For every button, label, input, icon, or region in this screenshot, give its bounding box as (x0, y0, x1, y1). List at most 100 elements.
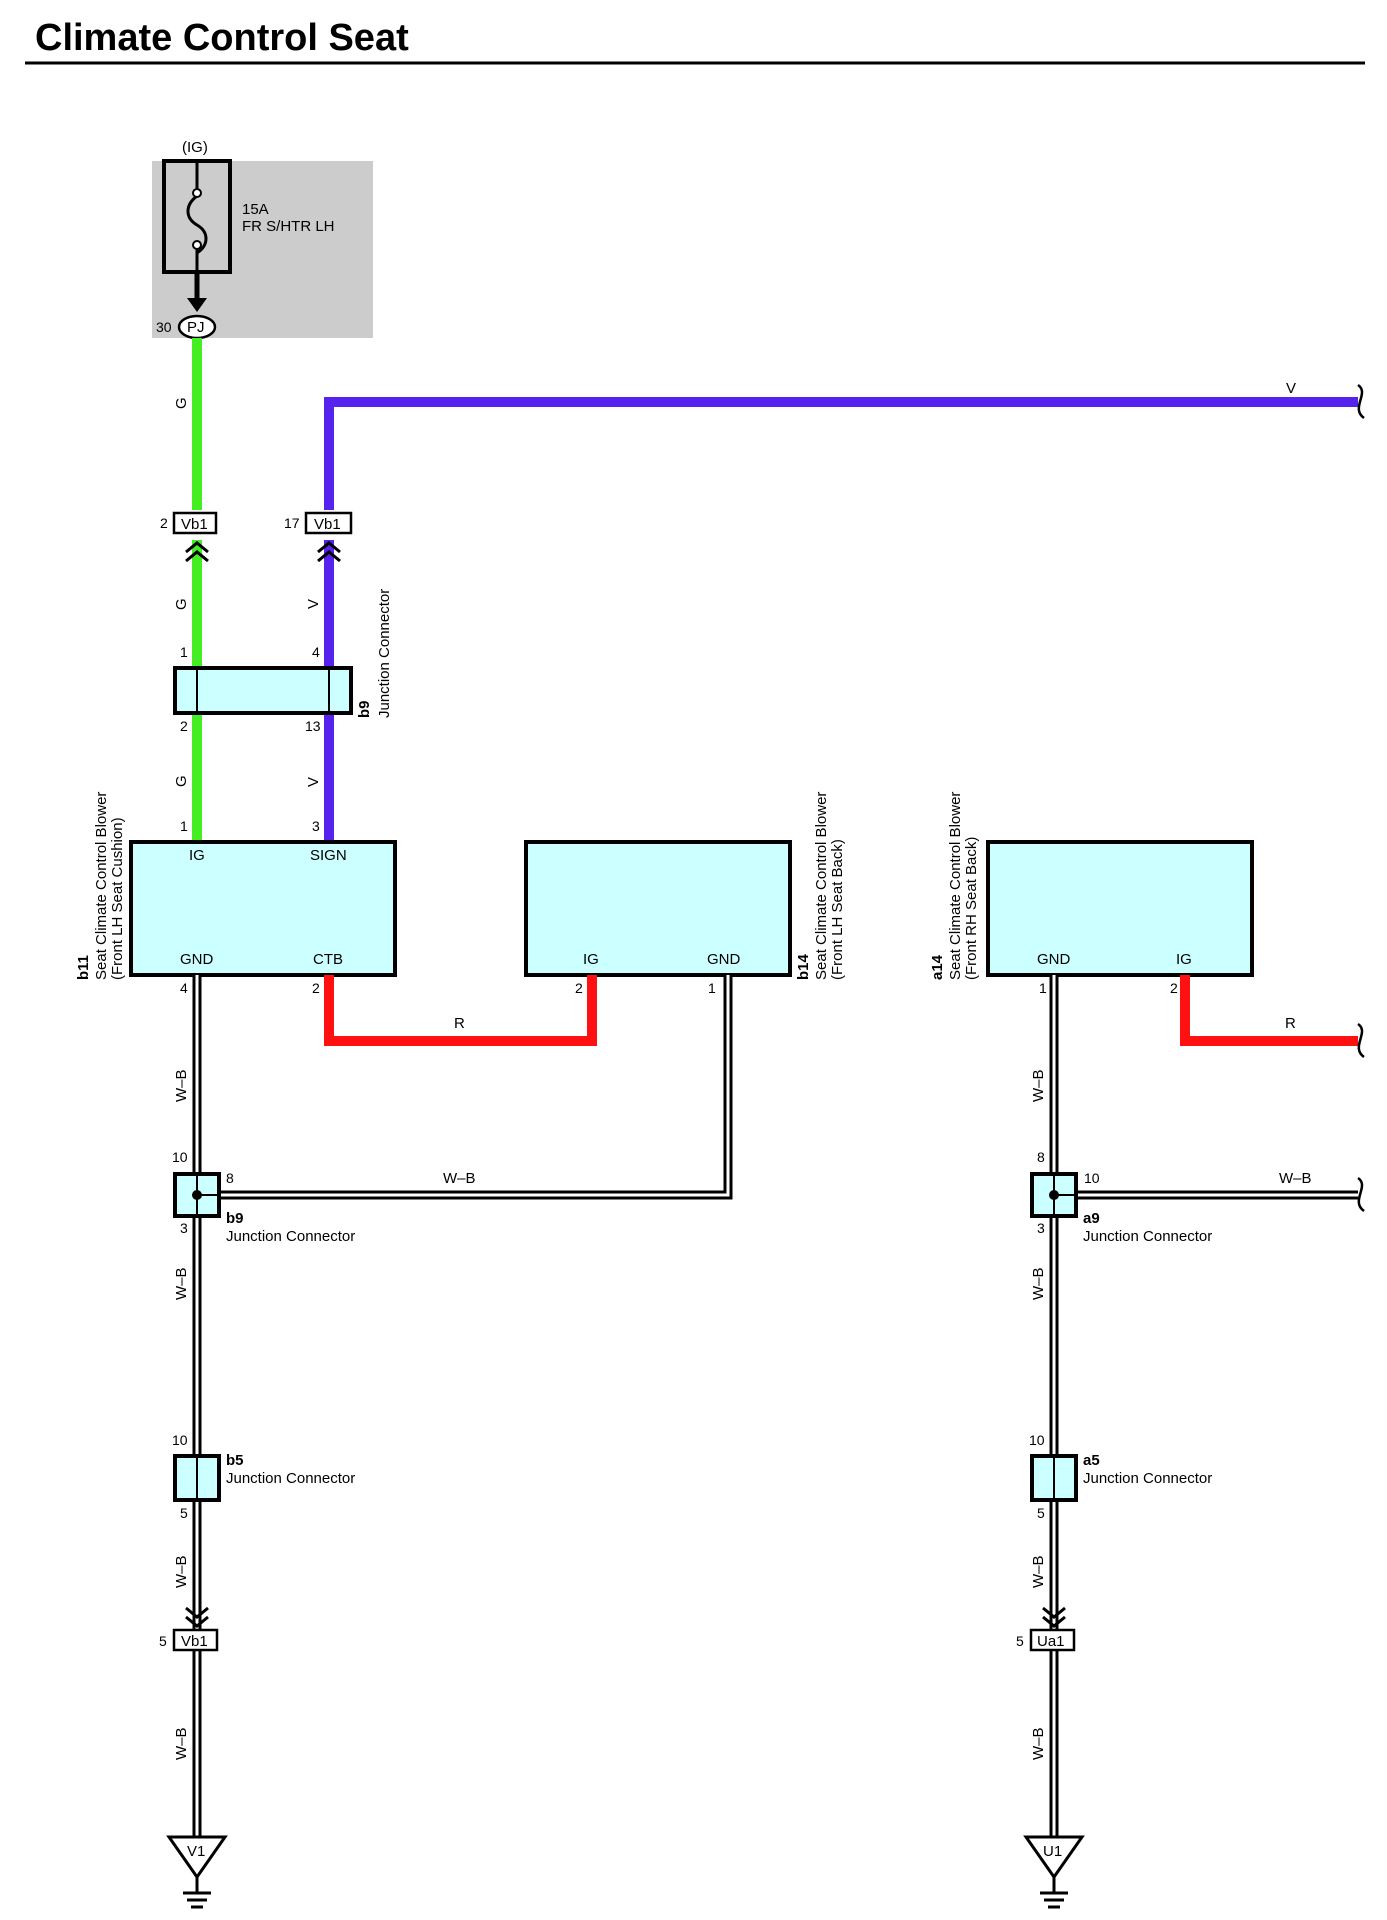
b9-top-pin-1: 1 (180, 644, 188, 660)
b14-pin-gnd: 1 (708, 980, 716, 996)
wire-label-v-1: V (305, 599, 322, 609)
b9-top-pin-2: 2 (180, 718, 188, 734)
junction-connector-b9 (173, 1172, 221, 1218)
a14-pin-gnd: 1 (1039, 980, 1047, 996)
b11-name: Seat Climate Control Blower (93, 792, 110, 980)
wire-v (324, 397, 1358, 842)
b11-terminal-ig: IG (189, 847, 205, 864)
chevron-down-icon (1042, 1606, 1066, 1628)
b9-top-pin-13: 13 (305, 718, 321, 734)
wire-label-g-2: G (173, 598, 190, 610)
connector-ua1: Ua1 (1029, 1628, 1076, 1652)
b11-terminal-sign: SIGN (310, 847, 347, 864)
wire-label-v-top: V (1286, 380, 1296, 397)
a9-pin-3: 3 (1037, 1220, 1045, 1236)
b9-pin-8: 8 (226, 1170, 234, 1186)
svg-text:Vb1: Vb1 (314, 516, 341, 533)
wire-label-g-1: G (173, 397, 190, 409)
b14-name: Seat Climate Control Blower (813, 792, 830, 980)
continuation-v-icon (1357, 383, 1365, 420)
wire-label-g-3: G (173, 775, 190, 787)
b11-sub: (Front LH Seat Cushion) (109, 817, 126, 980)
svg-text:Vb1: Vb1 (181, 1633, 208, 1650)
b14-terminal-gnd: GND (707, 951, 741, 968)
wire-label-r-2: R (1285, 1015, 1296, 1032)
b9-top-pin-4: 4 (312, 644, 320, 660)
a9-pin-10: 10 (1084, 1170, 1100, 1186)
chevron-up-icon (185, 541, 209, 563)
a5-pin-5: 5 (1037, 1505, 1045, 1521)
a9-id: a9 (1083, 1210, 1100, 1227)
svg-text:Ua1: Ua1 (1037, 1633, 1065, 1650)
b5-pin-5: 5 (180, 1505, 188, 1521)
b14-id: b14 (795, 953, 812, 980)
wire-label-wb-1: W–B (173, 1069, 190, 1102)
vb1-pin-g: 2 (160, 515, 168, 531)
ground-symbol-v1: V1 (166, 1835, 228, 1909)
b14-pin-ig: 2 (575, 980, 583, 996)
junction-connector-a5 (1030, 1454, 1078, 1502)
wire-label-v-2: V (305, 777, 322, 787)
continuation-r-icon (1357, 1022, 1365, 1059)
b9-top-name: Junction Connector (376, 589, 393, 718)
a14-name: Seat Climate Control Blower (947, 792, 964, 980)
wire-wb-right (1049, 975, 1358, 1843)
wire-label-wb-3: W–B (173, 1267, 190, 1300)
wire-wb-left (192, 975, 733, 1843)
b9-top-id: b9 (356, 700, 373, 718)
pj-connector-label: PJ (187, 319, 205, 336)
b14-sub: (Front LH Seat Back) (829, 839, 846, 980)
ground-v1-label: V1 (187, 1843, 205, 1860)
connector-vb1-v: Vb1 (304, 511, 353, 563)
a5-name: Junction Connector (1083, 1470, 1212, 1487)
b9-pin-10: 10 (172, 1149, 188, 1165)
vb1-pin-v: 17 (284, 515, 300, 531)
b11-id: b11 (75, 955, 92, 980)
chevron-down-icon (185, 1606, 209, 1628)
wire-label-wb-7: W–B (1279, 1170, 1312, 1187)
component-b11 (129, 840, 397, 977)
a14-sub: (Front RH Seat Back) (963, 837, 980, 980)
a14-terminal-ig: IG (1176, 951, 1192, 968)
a14-pin-ig: 2 (1170, 980, 1178, 996)
svg-text:Vb1: Vb1 (181, 516, 208, 533)
b5-id: b5 (226, 1452, 244, 1469)
b11-pin-sign: 3 (312, 818, 320, 834)
junction-connector-b5 (173, 1454, 221, 1502)
b11-pin-ctb: 2 (312, 980, 320, 996)
a14-terminal-gnd: GND (1037, 951, 1071, 968)
continuation-wb-icon (1357, 1176, 1365, 1213)
pj-pin-label: 30 (156, 319, 172, 335)
wire-label-r-1: R (454, 1015, 465, 1032)
b11-terminal-gnd: GND (180, 951, 214, 968)
connector-vb1-g: Vb1 (172, 511, 218, 563)
b9-id: b9 (226, 1210, 244, 1227)
ground-u1-label: U1 (1043, 1843, 1062, 1860)
wire-r-b11-b14 (324, 975, 597, 1046)
ground-symbol-u1: U1 (1023, 1835, 1085, 1909)
wire-label-wb-10: W–B (1030, 1727, 1047, 1760)
connector-vb1-gnd: Vb1 (172, 1628, 219, 1652)
wire-label-wb-2: W–B (443, 1170, 476, 1187)
b5-name: Junction Connector (226, 1470, 355, 1487)
fuse-rating: 15A (242, 201, 269, 218)
a5-pin-10: 10 (1029, 1432, 1045, 1448)
wire-label-wb-6: W–B (1030, 1069, 1047, 1102)
vb1-pin-gnd: 5 (159, 1633, 167, 1649)
wire-r-a14 (1180, 975, 1358, 1046)
wire-label-wb-9: W–B (1030, 1555, 1047, 1588)
fuse-block: (IG) 15A FR S/HTR LH PJ 30 (152, 139, 373, 340)
arrow-down-icon (187, 298, 207, 312)
wire-label-wb-5: W–B (173, 1727, 190, 1760)
b11-pin-gnd: 4 (180, 980, 188, 996)
fuse-icon (186, 194, 208, 255)
b11-terminal-ctb: CTB (313, 951, 343, 968)
wire-label-wb-4: W–B (173, 1555, 190, 1588)
junction-connector-b9-top (173, 666, 353, 715)
b11-pin-ig: 1 (180, 818, 188, 834)
fuse-name: FR S/HTR LH (242, 218, 335, 235)
ua1-pin: 5 (1016, 1633, 1024, 1649)
junction-connector-a9 (1030, 1172, 1078, 1218)
fuse-block-background (152, 161, 373, 338)
component-a14 (986, 840, 1254, 977)
